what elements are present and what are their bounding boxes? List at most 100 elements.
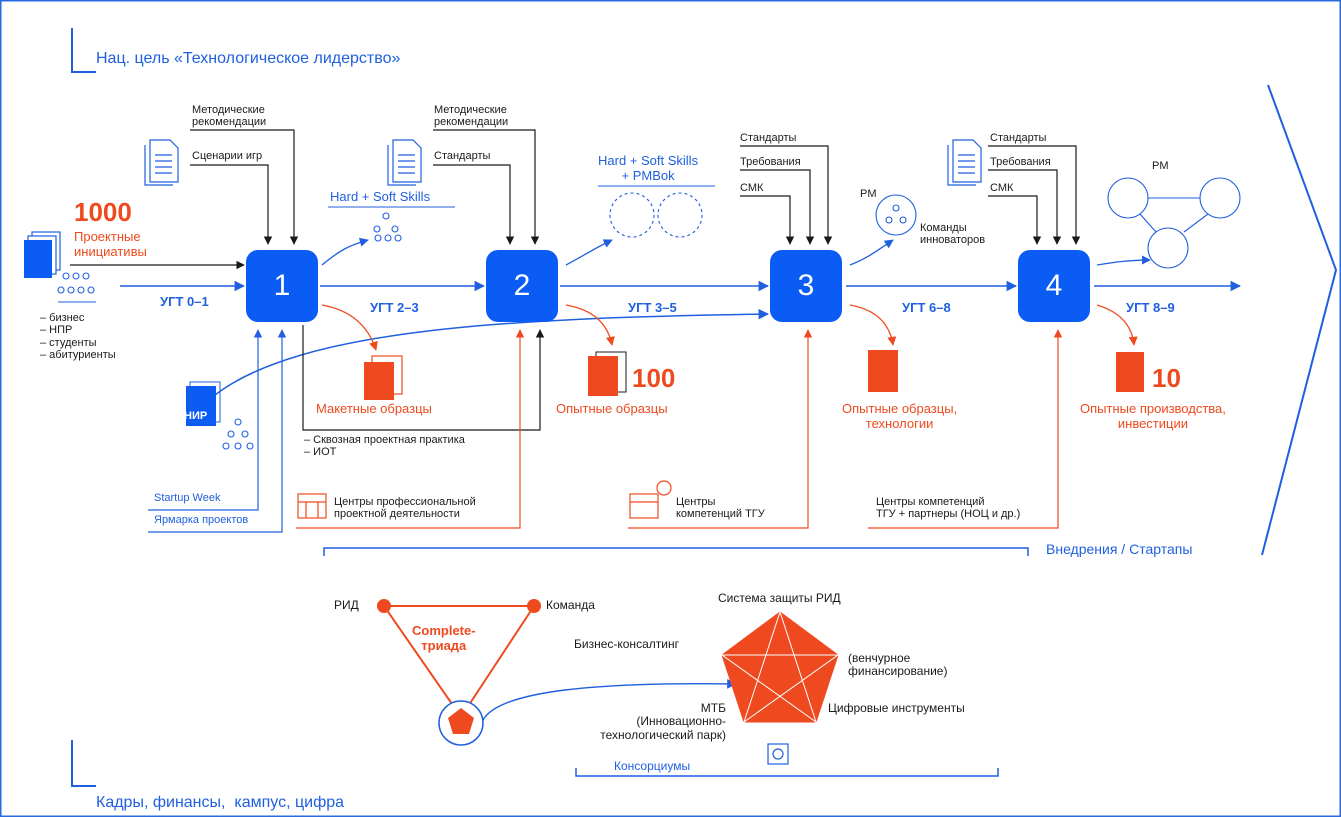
consortia-icon: [767, 743, 789, 765]
center-label-1: Центры профессиональной проектной деятел…: [334, 496, 476, 521]
count-10: 10: [1152, 363, 1181, 393]
s2-method-line: [433, 129, 540, 245]
consortia-label: Консорциумы: [614, 759, 691, 773]
big-chevron: [1261, 84, 1338, 556]
ugt-3-5: УГТ 3–5: [628, 300, 677, 315]
prod-arrow-4: [1096, 304, 1138, 346]
fair-line: [148, 329, 287, 533]
bracket-bottom: [71, 740, 96, 787]
out-arrow-4: [1096, 255, 1151, 266]
triad-team-node: [527, 599, 541, 613]
people-icon-skills: [373, 212, 402, 242]
nir-label: НИР: [184, 410, 208, 422]
s4-req-line: [988, 169, 1062, 245]
s4-std-label: Стандарты: [990, 132, 1047, 144]
center-line-2: [628, 329, 813, 529]
building-icon-2: [629, 480, 672, 519]
s4-smk-label: СМК: [990, 182, 1014, 194]
s1-method-line: [190, 129, 299, 245]
pentagon-digital-label: Цифровые инструменты: [828, 701, 965, 715]
practice-line: [302, 325, 545, 431]
doc-icon-2: [387, 139, 422, 186]
pentagon: [720, 610, 840, 724]
initiatives-docs-icon: [24, 231, 61, 278]
count-100: 100: [632, 363, 676, 393]
mockup-icon: [364, 355, 403, 400]
s4-req-label: Требования: [990, 156, 1051, 168]
pilot-label: Опытные производства, инвестиции: [1080, 401, 1226, 431]
center-label-3: Центры компетенций ТГУ + партнеры (НОЦ и…: [876, 496, 1021, 521]
pentagon-mtb-label: МТБ (Инновационно- технологический парк): [600, 701, 726, 742]
practice-label: – Сквозная проектная практика – ИОТ: [304, 434, 465, 459]
center-line-3: [868, 329, 1063, 529]
nir-doc-icon: [186, 381, 221, 426]
pentagon-protection-label: Система защиты РИД: [718, 591, 841, 605]
prod-arrow-2: [565, 304, 615, 346]
s2-std-label: Стандарты: [434, 150, 491, 162]
ugt-8-9: УГТ 8–9: [1126, 300, 1175, 315]
innov-teams-label: Команды инноваторов: [920, 222, 986, 247]
pm-label-1: PM: [860, 188, 877, 200]
s3-std-label: Стандарты: [740, 132, 797, 144]
triad-team-label: Команда: [546, 598, 595, 612]
stage-3: 3: [770, 250, 842, 322]
triad-rid-node: [377, 599, 391, 613]
out-arrow-1: [321, 237, 369, 266]
s1-method-label: Методические рекомендации: [192, 104, 267, 129]
triad-center-label: Complete- триада: [412, 623, 476, 653]
prototypes-label: Опытные образцы: [556, 401, 668, 416]
title-top: Нац. цель «Технологическое лидерство»: [96, 50, 401, 67]
hard-soft-label: Hard + Soft Skills: [330, 189, 431, 204]
bracket-top: [71, 28, 96, 73]
triad-rid-label: РИД: [334, 598, 359, 612]
people-icon-nir: [222, 418, 254, 450]
s1-scen-line: [190, 164, 273, 245]
people-icon-left: [57, 272, 96, 303]
s2-std-line: [433, 164, 515, 245]
s4-smk-line: [988, 195, 1042, 245]
prototype-icon: [588, 351, 627, 396]
title-bottom: Кадры, финансы, кампус, цифра: [96, 794, 345, 811]
implementations-label: Внедрения / Стартапы: [1046, 541, 1193, 557]
pentagon-venture-label: (венчурное финансирование): [848, 651, 948, 679]
initiatives-count: 1000: [74, 197, 132, 227]
startup-week-label: Startup Week: [154, 492, 221, 504]
s3-smk-line: [740, 195, 795, 245]
s3-smk-label: СМК: [740, 182, 764, 194]
prod-arrow-3: [849, 304, 897, 346]
s3-req-label: Требования: [740, 156, 801, 168]
out-arrow-3: [849, 239, 894, 266]
nir-curve: [214, 308, 770, 396]
pm-label-2: PM: [1152, 160, 1169, 172]
s3-req-line: [740, 169, 815, 245]
doc-icon-4: [947, 139, 982, 186]
mockups-label: Макетные образцы: [316, 401, 432, 416]
initiatives-groups: – бизнес – НПР – студенты – абитуриенты: [40, 312, 116, 361]
pentagon-consulting-label: Бизнес-консалтинг: [574, 637, 679, 651]
center-line-1: [296, 329, 525, 529]
consortia-bracket: [575, 768, 999, 777]
out-arrow-2: [565, 239, 613, 266]
implementations-bracket: [323, 547, 1029, 556]
team-circles-pmbok: [609, 192, 703, 238]
s1-scen-label: Сценарии игр: [192, 150, 263, 162]
ugt-2-3: УГТ 2–3: [370, 300, 419, 315]
s4-std-line: [988, 145, 1081, 245]
center-label-2: Центры компетенций ТГУ: [676, 496, 765, 521]
prototype-tech-icon: [868, 350, 898, 392]
prod-arrow-1: [321, 304, 378, 351]
stage-1: 1: [246, 250, 318, 322]
stage-4: 4: [1018, 250, 1090, 322]
stage-2: 2: [486, 250, 558, 322]
building-icon-1: [297, 493, 327, 519]
fair-label: Ярмарка проектов: [154, 514, 249, 526]
prototypes-tech-label: Опытные образцы, технологии: [842, 401, 958, 431]
pilot-icon: [1116, 352, 1144, 392]
triad-to-pentagon-arrow: [482, 678, 737, 721]
ugt-0-1: УГТ 0–1: [160, 294, 209, 309]
s2-method-label: Методические рекомендации: [434, 104, 509, 129]
ugt-6-8: УГТ 6–8: [902, 300, 951, 315]
hard-soft-pmbok-label: Hard + Soft Skills + PMBok: [598, 153, 699, 183]
s3-std-line: [740, 145, 833, 245]
